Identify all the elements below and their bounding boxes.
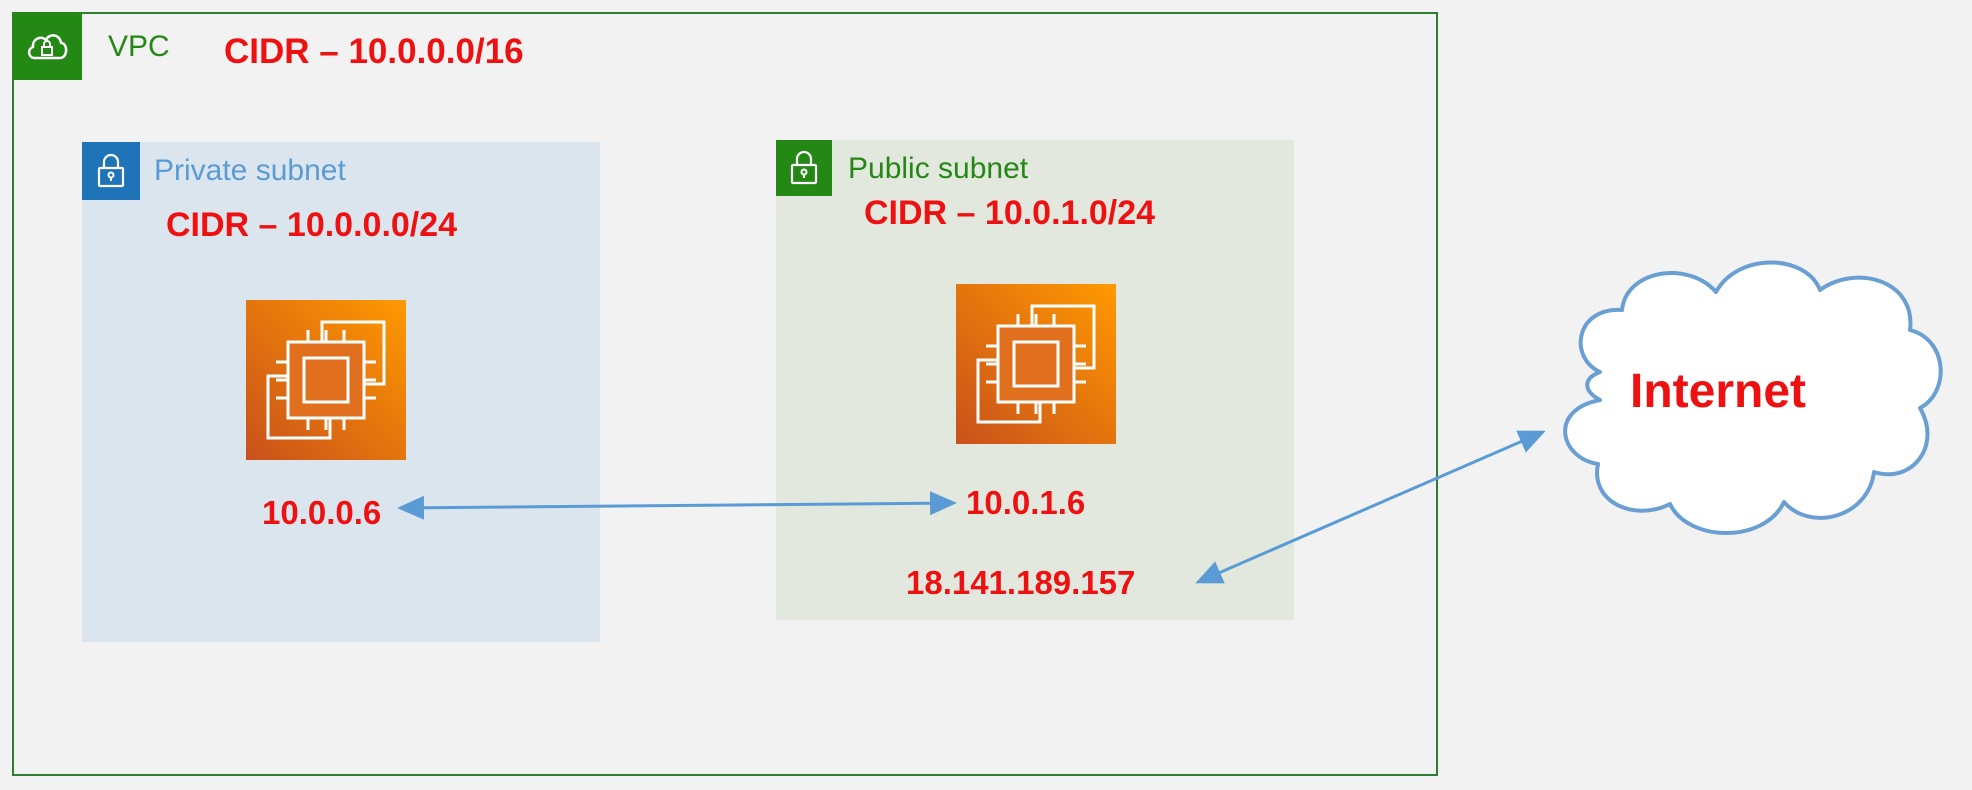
private-subnet-lock-icon: [82, 142, 140, 200]
vpc-cidr: CIDR – 10.0.0.0/16: [224, 32, 524, 71]
public-subnet-label: Public subnet: [848, 152, 1029, 185]
public-subnet-cidr: CIDR – 10.0.1.0/24: [864, 194, 1156, 232]
vpc-cloud-lock-icon: [12, 12, 82, 80]
private-instance-ip: 10.0.0.6: [262, 494, 382, 531]
public-ec2-instance-icon: [956, 284, 1116, 444]
vpc-label: VPC: [108, 30, 170, 63]
public-subnet-lock-icon: [776, 140, 832, 196]
vpc-container: [12, 12, 1438, 776]
public-instance-public-ip: 18.141.189.157: [906, 564, 1136, 601]
private-ec2-instance-icon: [246, 300, 406, 460]
internet-cloud-icon: [1563, 260, 1943, 535]
public-instance-private-ip: 10.0.1.6: [966, 484, 1086, 521]
internet-label: Internet: [1630, 365, 1807, 418]
private-subnet-label: Private subnet: [154, 154, 346, 187]
private-subnet-cidr: CIDR – 10.0.0.0/24: [166, 206, 458, 244]
